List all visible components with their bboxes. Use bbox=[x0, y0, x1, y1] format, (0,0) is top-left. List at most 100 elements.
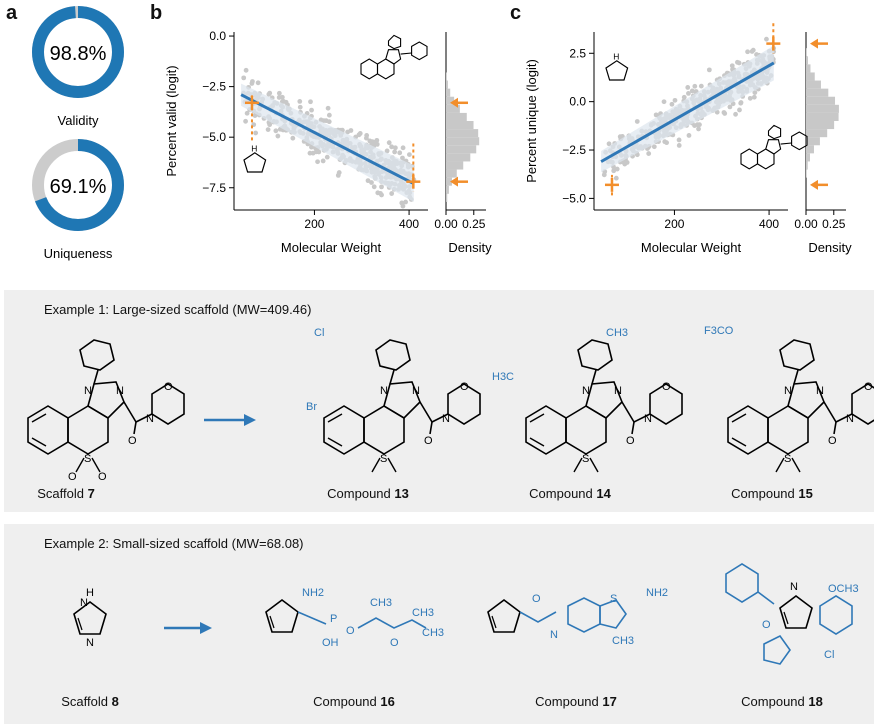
svg-text:N: N bbox=[582, 385, 590, 397]
scatter-point bbox=[686, 133, 692, 138]
y-tick-label: −5.0 bbox=[562, 191, 586, 205]
y-tick-label: −2.5 bbox=[562, 143, 586, 157]
svg-text:OCH3: OCH3 bbox=[828, 583, 859, 595]
scatter-point bbox=[685, 85, 691, 90]
density-bar bbox=[446, 112, 467, 121]
scatter-point bbox=[764, 36, 769, 42]
scatter-point bbox=[326, 119, 332, 125]
scatter-point bbox=[392, 145, 398, 151]
caption-compound-14: Compound 14 bbox=[529, 486, 611, 501]
caption-compound-13: Compound 13 bbox=[327, 486, 409, 501]
density-bar bbox=[806, 137, 820, 146]
density-bar bbox=[446, 88, 451, 97]
scaffold-8-structure: H N N bbox=[73, 587, 107, 649]
donut-arc bbox=[32, 6, 124, 98]
imidazole-thumbnail: H bbox=[243, 144, 267, 173]
scatter-point bbox=[243, 67, 249, 73]
caption-compound-18: Compound 18 bbox=[741, 694, 823, 709]
scatter-point bbox=[253, 130, 259, 136]
density-arrow-head bbox=[450, 97, 458, 108]
scatter-point bbox=[365, 178, 371, 184]
scatter-point bbox=[297, 98, 303, 104]
donut-charts: 98.8% Validity 69.1% Uniqueness bbox=[32, 6, 124, 261]
scatter-point bbox=[325, 105, 331, 111]
svg-text:Cl: Cl bbox=[824, 649, 834, 661]
density-bar bbox=[806, 80, 821, 89]
example-1-structures: N N S O O O N O N N S O N O Cl Br N N S … bbox=[27, 325, 874, 483]
scatter-point bbox=[400, 145, 406, 151]
svg-text:O: O bbox=[626, 435, 635, 447]
example-2-structures: H N N NH2 P OH O CH3 O CH3 CH3 O N S NH2… bbox=[73, 563, 859, 665]
scatter-point bbox=[397, 150, 403, 156]
svg-text:Br: Br bbox=[306, 401, 317, 413]
svg-text:F3CO: F3CO bbox=[704, 325, 734, 337]
scatter-point bbox=[727, 104, 733, 110]
scatter-point bbox=[324, 154, 330, 160]
scatter-point bbox=[290, 135, 296, 141]
example-1-panel bbox=[4, 290, 874, 512]
svg-text:H: H bbox=[251, 144, 257, 154]
density-bar bbox=[806, 48, 807, 57]
caption-scaffold-8: Scaffold 8 bbox=[61, 694, 119, 709]
density-bar bbox=[806, 112, 839, 121]
scatter-point bbox=[379, 184, 384, 190]
density-x-tick-label: 0.00 bbox=[794, 217, 818, 231]
density-bar bbox=[446, 185, 449, 194]
scatter-point bbox=[326, 112, 332, 118]
scatter-point bbox=[611, 168, 617, 174]
scatter-point bbox=[407, 152, 412, 157]
scatter-point bbox=[661, 99, 667, 105]
y-tick-label: −2.5 bbox=[202, 80, 226, 94]
transform-arrow bbox=[204, 414, 256, 426]
density-x-tick-label: 0.00 bbox=[434, 217, 458, 231]
density-bar bbox=[806, 121, 835, 130]
scatter-point bbox=[733, 111, 738, 117]
svg-text:NH2: NH2 bbox=[302, 587, 324, 599]
y-tick-label: 0.0 bbox=[209, 29, 226, 43]
scaffold-7-structure: N N S O O O N O bbox=[27, 339, 185, 483]
x-axis-label: Molecular Weight bbox=[641, 240, 742, 255]
density-bar bbox=[806, 161, 808, 170]
regression-line bbox=[600, 61, 775, 163]
scatter-point bbox=[696, 126, 701, 132]
scatter-point bbox=[752, 90, 758, 96]
density-bar bbox=[446, 72, 447, 81]
svg-text:O: O bbox=[346, 625, 355, 637]
svg-text:N: N bbox=[80, 597, 88, 609]
scatter-point bbox=[265, 127, 271, 133]
density-x-label: Density bbox=[448, 240, 492, 255]
scatter-point bbox=[315, 159, 320, 165]
svg-text:CH3: CH3 bbox=[370, 597, 392, 609]
svg-text:N: N bbox=[816, 385, 824, 397]
scatter-point bbox=[601, 172, 607, 178]
scatter-point bbox=[669, 101, 675, 107]
scatter-point bbox=[613, 175, 619, 181]
scatter-point bbox=[737, 107, 742, 113]
scatter-point bbox=[267, 122, 273, 128]
scaffold-7-thumbnail bbox=[360, 34, 428, 80]
svg-text:CH3: CH3 bbox=[422, 627, 444, 639]
scatter-point bbox=[676, 137, 682, 143]
svg-text:N: N bbox=[412, 385, 420, 397]
density-bar bbox=[446, 104, 460, 113]
scatter-point bbox=[399, 200, 405, 206]
transform-arrow bbox=[164, 622, 212, 634]
scatter-point bbox=[386, 140, 392, 146]
scatter-point bbox=[308, 99, 313, 105]
svg-text:H3C: H3C bbox=[492, 371, 514, 383]
density-x-tick-label: 0.25 bbox=[462, 217, 486, 231]
y-axis-label: Percent valid (logit) bbox=[164, 65, 179, 176]
density-bar bbox=[446, 177, 452, 186]
donut-label: Validity bbox=[58, 113, 99, 128]
compound-18-structure: O N OCH3 Cl bbox=[725, 563, 859, 665]
caption-compound-15: Compound 15 bbox=[731, 486, 813, 501]
svg-text:O: O bbox=[68, 471, 77, 483]
svg-text:O: O bbox=[864, 381, 873, 393]
svg-text:H: H bbox=[613, 52, 619, 62]
svg-text:N: N bbox=[86, 637, 94, 649]
svg-text:O: O bbox=[460, 381, 469, 393]
scatter-point bbox=[266, 91, 272, 97]
compound-16-structure: NH2 P OH O CH3 O CH3 CH3 bbox=[265, 587, 444, 649]
